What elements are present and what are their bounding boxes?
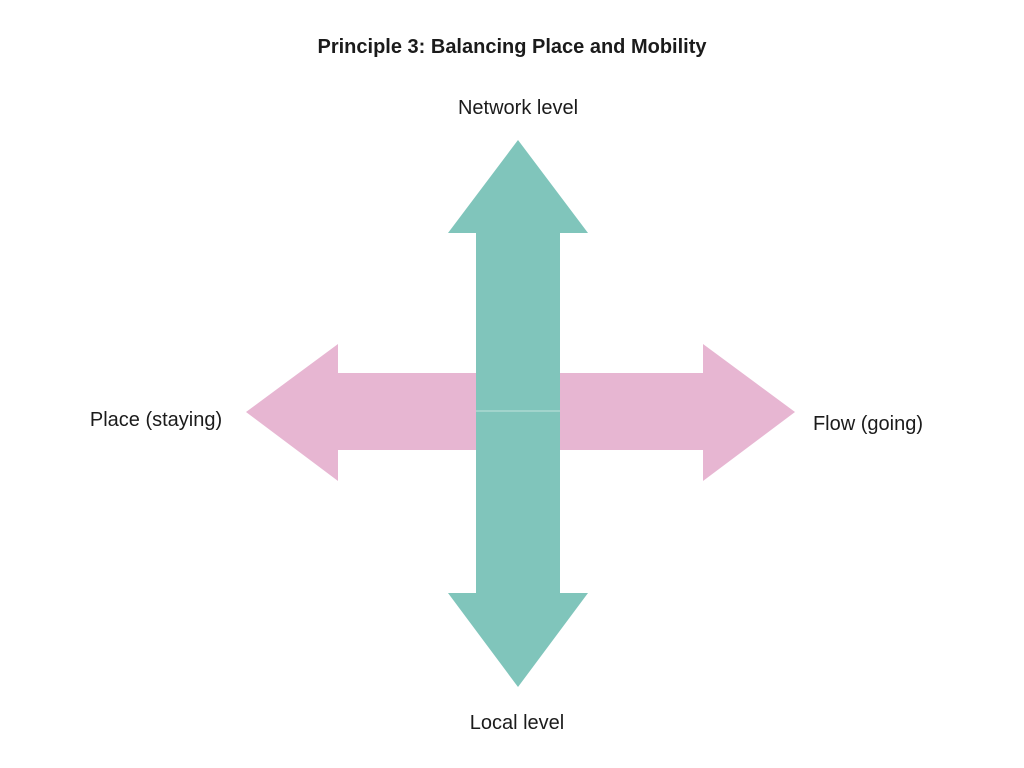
vertical-double-arrow xyxy=(448,140,588,687)
label-flow-going: Flow (going) xyxy=(812,413,924,435)
slide-title: Principle 3: Balancing Place and Mobilit… xyxy=(317,36,707,58)
label-place-staying: Place (staying) xyxy=(89,409,223,431)
label-local-level: Local level xyxy=(469,712,565,734)
label-network-level: Network level xyxy=(457,97,579,119)
